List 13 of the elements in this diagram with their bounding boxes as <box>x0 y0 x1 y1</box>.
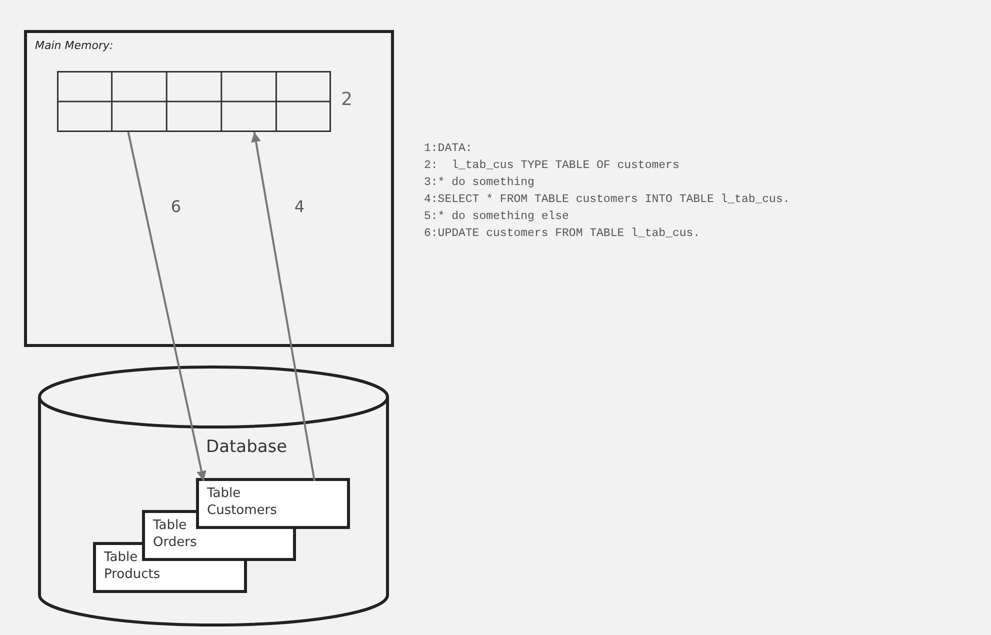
memory-frame <box>24 30 394 347</box>
code-line: 6:UPDATE customers FROM TABLE l_tab_cus. <box>424 226 702 242</box>
code-line: 1:DATA: <box>424 141 474 157</box>
arrow <box>127 132 206 482</box>
code-line: 3:* do something <box>424 175 536 191</box>
arrow <box>251 132 316 482</box>
code-line: 2: l_tab_cus TYPE TABLE OF customers <box>424 158 680 174</box>
code-line: 4:SELECT * FROM TABLE customers INTO TABLE l_tab_cus. <box>424 192 790 208</box>
code-line: 5:* do something else <box>424 209 570 225</box>
database-label: Database <box>206 437 288 457</box>
memory-heading: Main Memory: <box>35 39 114 52</box>
table-box: Table Customers <box>196 478 350 529</box>
callout-number: 2 <box>341 89 352 110</box>
